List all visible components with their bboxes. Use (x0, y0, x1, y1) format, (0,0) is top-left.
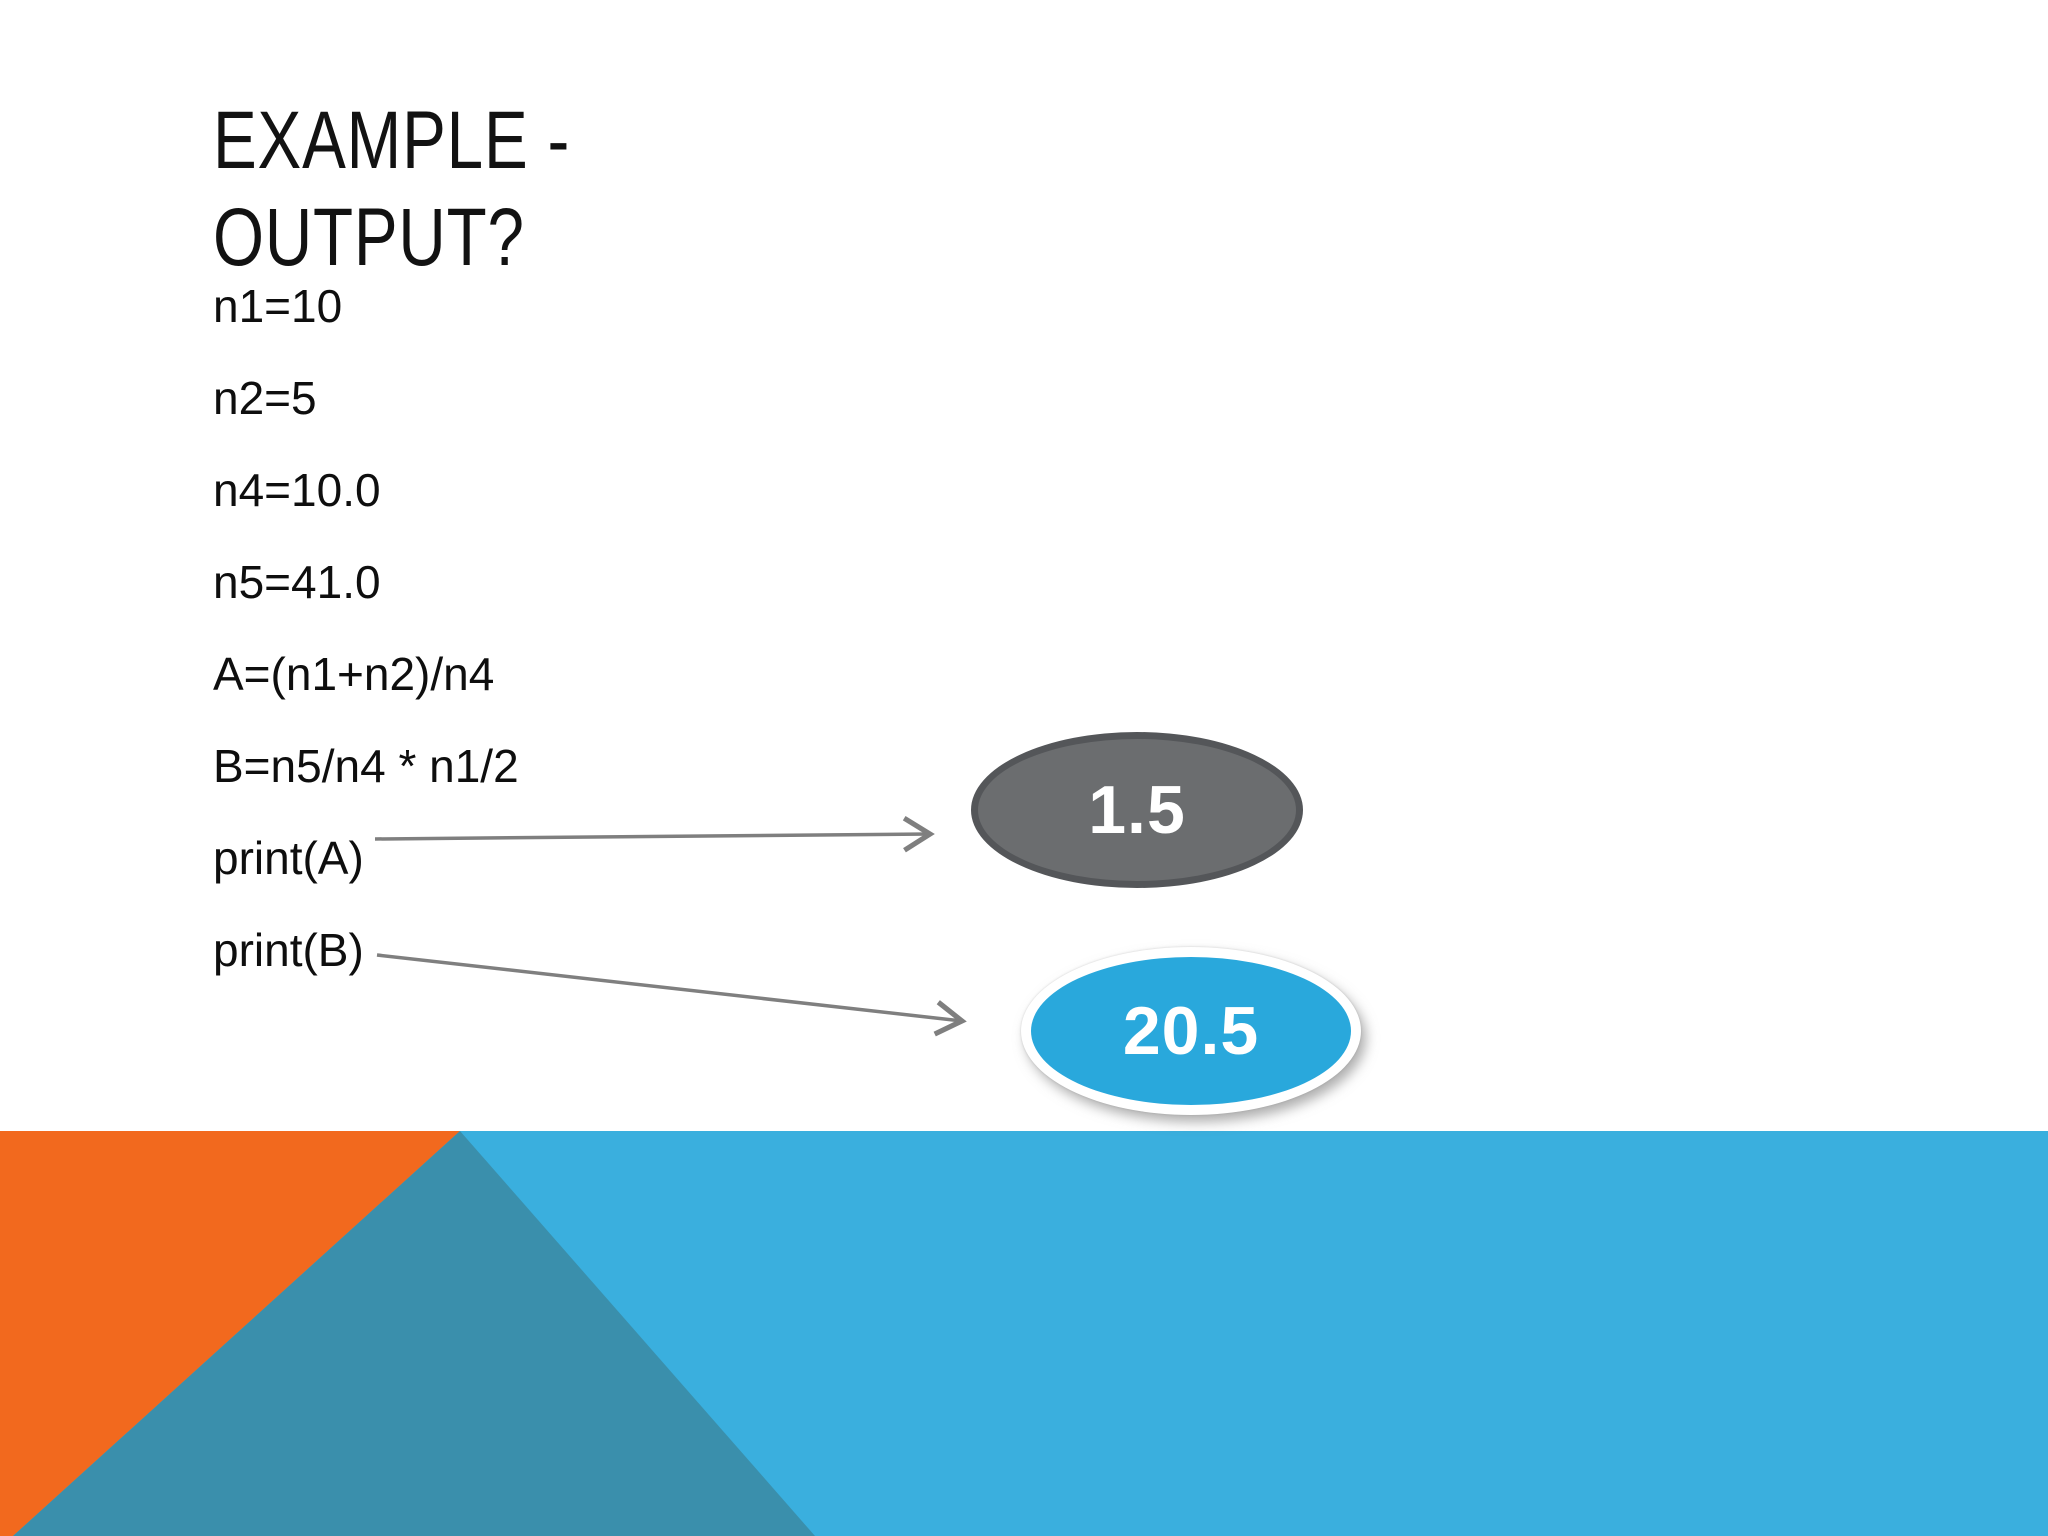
code-line-n5: n5=41.0 (213, 556, 381, 608)
code-line-n4: n4=10.0 (213, 464, 381, 516)
code-line-print-b: print(B) (213, 924, 364, 976)
output-a-value: 1.5 (1088, 772, 1186, 848)
code-line-print-a: print(A) (213, 832, 364, 884)
output-a-ellipse: 1.5 (971, 732, 1303, 888)
code-listing: n1=10 n2=5 n4=10.0 n5=41.0 A=(n1+n2)/n4 … (213, 260, 519, 996)
page-title: EXAMPLE - OUTPUT? (213, 92, 659, 286)
code-line-a-assign: A=(n1+n2)/n4 (213, 648, 495, 700)
orange-triangle (0, 1131, 460, 1536)
output-b-ellipse: 20.5 (1021, 947, 1361, 1115)
output-b-value: 20.5 (1122, 993, 1260, 1069)
code-line-b-assign: B=n5/n4 * n1/2 (213, 740, 519, 792)
title-line-1: EXAMPLE - (213, 95, 571, 186)
title-line-2: OUTPUT? (213, 192, 525, 283)
bottom-band (0, 1131, 2048, 1536)
code-line-n2: n2=5 (213, 372, 317, 424)
teal-triangle (13, 1131, 815, 1536)
code-line-n1: n1=10 (213, 280, 343, 332)
